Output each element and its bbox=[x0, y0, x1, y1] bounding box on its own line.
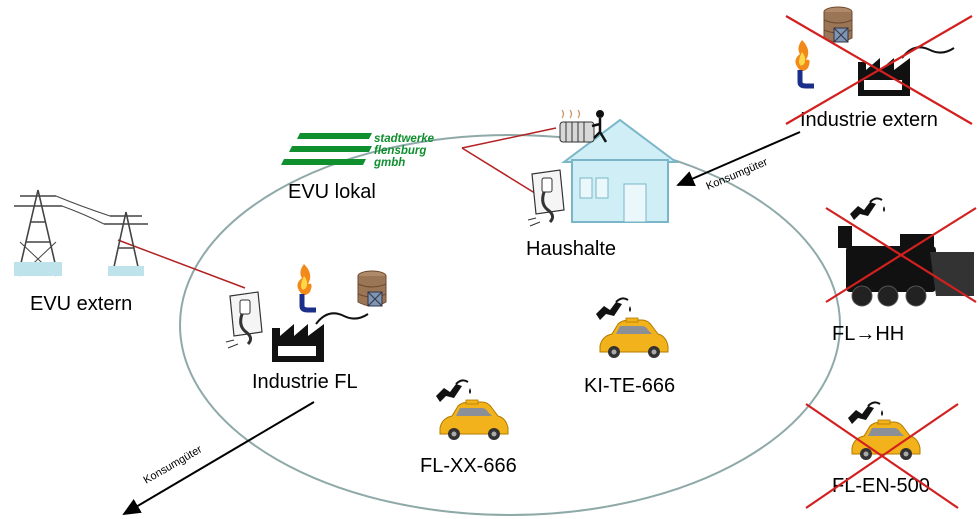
oil-barrel-icon bbox=[823, 6, 853, 43]
label-fl-hh: FL→HH bbox=[832, 323, 904, 345]
label-ki-te: KI-TE-666 bbox=[584, 375, 675, 397]
factory-icon bbox=[857, 39, 955, 97]
factory-icon bbox=[271, 305, 369, 363]
train-icon bbox=[838, 226, 974, 307]
taxi-icon bbox=[439, 399, 509, 441]
connector-evu-extern bbox=[117, 239, 246, 289]
label-evu-lokal: EVU lokal bbox=[288, 181, 376, 203]
connector-lines bbox=[117, 127, 557, 289]
arrow-konsumgueter-out bbox=[122, 401, 315, 516]
label-fl-en: FL-EN-500 bbox=[832, 475, 930, 497]
label-industrie-fl: Industrie FL bbox=[252, 371, 358, 393]
cross-out-fl-en bbox=[805, 403, 959, 509]
logo-line-1: stadtwerke bbox=[374, 133, 435, 145]
power-pylon-icon bbox=[14, 189, 148, 277]
heater-icon bbox=[559, 109, 608, 143]
logo-line-2: flensburg bbox=[374, 145, 426, 157]
label-haushalte: Haushalte bbox=[526, 238, 616, 260]
connector-evu-heater bbox=[461, 127, 557, 149]
logo-line-3: gmbh bbox=[373, 157, 405, 169]
power-plug-icon bbox=[224, 290, 264, 350]
cross-out-fl-hh bbox=[825, 207, 977, 303]
system-boundary-ellipse bbox=[179, 134, 841, 516]
connector-evu-plug bbox=[461, 147, 539, 196]
fuel-nozzle-icon bbox=[595, 297, 632, 321]
label-konsumgueter-bottom: Konsumgüter bbox=[142, 443, 205, 486]
gas-flame-icon bbox=[297, 264, 316, 310]
stadtwerke-logo: stadtwerke flensburg gmbh bbox=[281, 133, 435, 169]
oil-barrel-icon bbox=[357, 270, 387, 307]
cross-out-industrie-extern bbox=[785, 15, 973, 125]
label-industrie-extern: Industrie extern bbox=[800, 109, 938, 131]
taxi-icon bbox=[599, 317, 669, 359]
gas-flame-icon bbox=[795, 40, 814, 86]
fuel-nozzle-icon bbox=[435, 379, 472, 403]
arrow-konsumgueter-in bbox=[676, 131, 801, 186]
label-fl-xx: FL-XX-666 bbox=[420, 455, 517, 477]
label-evu-extern: EVU extern bbox=[30, 293, 132, 315]
fuel-nozzle-icon bbox=[849, 197, 886, 221]
power-plug-icon bbox=[526, 168, 566, 228]
house-icon bbox=[561, 118, 679, 223]
